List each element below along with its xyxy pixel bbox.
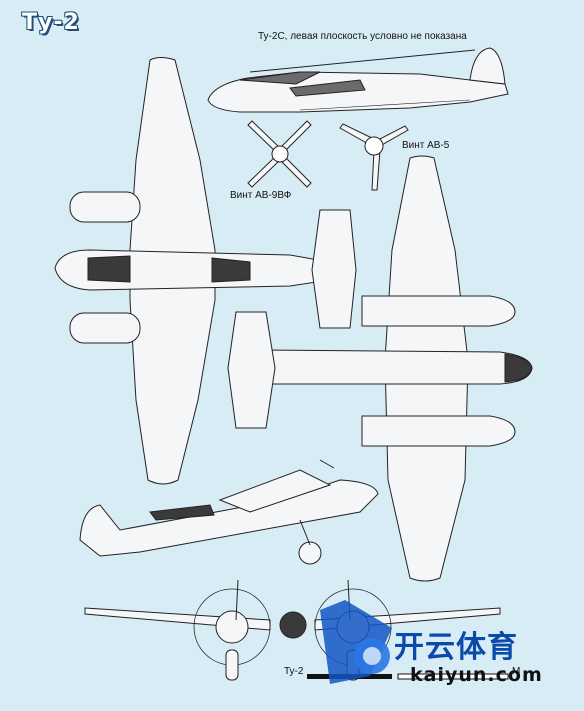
watermark-brand-text: 开云体育 — [394, 630, 518, 665]
top-view-aircraft — [54, 57, 331, 485]
perspective-view-aircraft — [79, 459, 379, 565]
scale-unit-label: М — [512, 666, 521, 677]
propeller-av9vf-drawing — [247, 120, 312, 188]
drawing-title: Ту-2 — [22, 10, 80, 35]
side-view-aircraft — [207, 47, 509, 113]
propeller-av5-label: Винт АВ-5 — [402, 140, 450, 151]
watermark-url-text: kaiyun.com — [410, 664, 543, 686]
bottom-view-aircraft — [227, 155, 533, 582]
side-view-caption: Ту-2С, левая плоскость условно не показа… — [258, 31, 467, 42]
front-view-label: Ту-2 — [284, 666, 304, 677]
kaiyun-logo — [320, 600, 392, 684]
tail-plan-view — [311, 209, 357, 329]
propeller-av9vf-label: Винт АВ-9ВФ — [230, 190, 292, 201]
propeller-av5-drawing — [339, 123, 409, 191]
